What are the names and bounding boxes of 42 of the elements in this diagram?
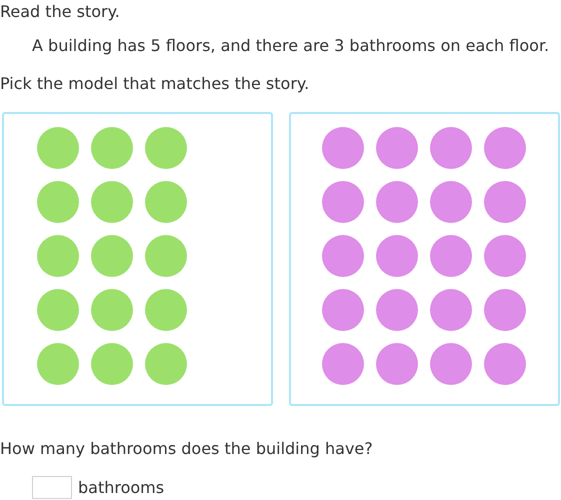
counter-dot — [430, 127, 472, 169]
counter-dot — [484, 289, 526, 331]
counter-dot — [322, 289, 364, 331]
counter-dot — [376, 289, 418, 331]
counter-dot — [322, 343, 364, 385]
counter-dot — [91, 181, 133, 223]
model-card — [289, 112, 560, 406]
counter-dot — [37, 127, 79, 169]
counter-dot — [91, 289, 133, 331]
counter-dot — [322, 181, 364, 223]
counter-dot — [376, 181, 418, 223]
counter-dot — [145, 127, 187, 169]
model-card — [2, 112, 273, 406]
instruction-text: Pick the model that matches the story. — [0, 74, 310, 93]
counter-dot — [145, 181, 187, 223]
counter-dot — [484, 235, 526, 277]
counter-dot — [484, 181, 526, 223]
counter-dot — [322, 235, 364, 277]
counter-dot — [91, 235, 133, 277]
counter-dot — [145, 235, 187, 277]
counter-dot — [37, 343, 79, 385]
question-text: How many bathrooms does the building have? — [0, 439, 373, 458]
counter-dot — [376, 127, 418, 169]
counter-dot — [484, 343, 526, 385]
counter-dot — [376, 343, 418, 385]
counter-dot — [430, 235, 472, 277]
counter-dot — [145, 343, 187, 385]
counter-dot — [91, 343, 133, 385]
counter-dot — [145, 289, 187, 331]
unit-label: bathrooms — [78, 478, 164, 497]
counter-dot — [376, 235, 418, 277]
story-text: A building has 5 floors, and there are 3 bathrooms on each floor. — [32, 36, 550, 55]
counter-dot — [484, 127, 526, 169]
counter-dot — [37, 235, 79, 277]
counter-dot — [430, 181, 472, 223]
counter-dot — [430, 343, 472, 385]
counter-dot — [37, 181, 79, 223]
counter-dot — [37, 289, 79, 331]
counter-dot — [322, 127, 364, 169]
counter-dot — [91, 127, 133, 169]
instruction-text: Read the story. — [0, 2, 120, 21]
counter-dot — [430, 289, 472, 331]
